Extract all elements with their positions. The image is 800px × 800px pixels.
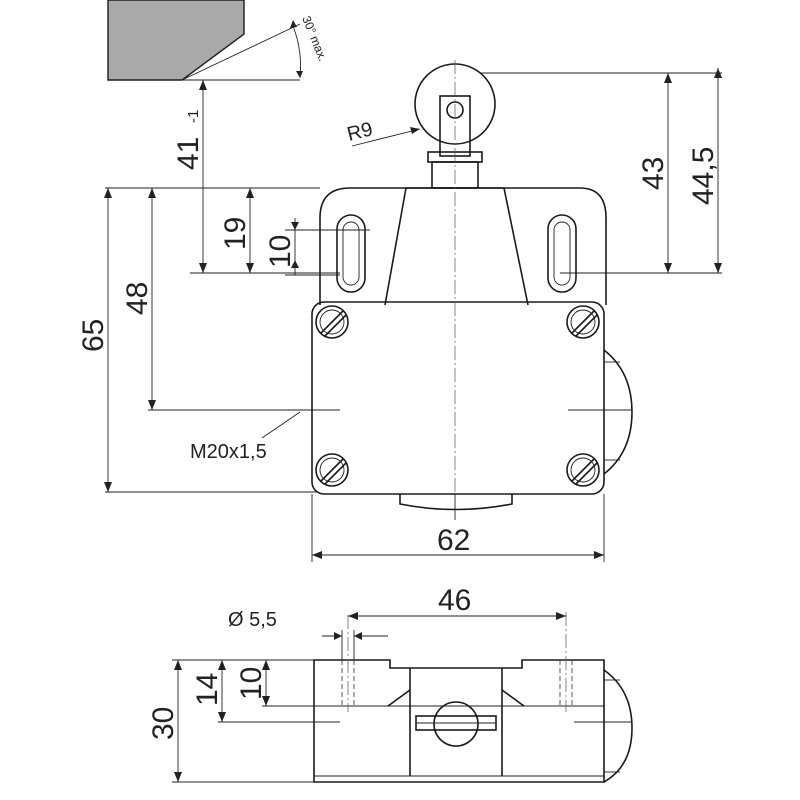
dim-62: 62: [311, 494, 605, 562]
screw-bottom-right: [566, 453, 600, 487]
dim-65-label: 65: [77, 319, 110, 352]
dim-48-label: 48: [121, 282, 154, 315]
screw-bottom-left: [315, 453, 349, 487]
dim-62-label: 62: [437, 524, 470, 557]
actuator-cam: 30° max.: [107, 0, 330, 81]
front-view: R9: [105, 60, 722, 520]
dim-30: 30: [147, 659, 314, 783]
dim-41-tol: -1: [185, 110, 202, 123]
dim-43: 43: [637, 73, 672, 273]
dim-19: 19: [219, 188, 254, 273]
side-view: [313, 612, 633, 783]
dim-30-label: 30: [147, 707, 180, 740]
screw-top-right: [566, 305, 600, 339]
dim-44-5-label: 44,5: [687, 147, 720, 205]
mounting-slot-right: [547, 214, 577, 293]
side-body: [313, 659, 605, 783]
housing: [311, 301, 605, 495]
dim-10-side: 10: [235, 660, 320, 707]
dim-hole-dia: Ø 5,5: [228, 609, 388, 660]
dim-46-label: 46: [438, 584, 471, 617]
dim-41: 41 -1: [172, 80, 207, 273]
dim-14: 14: [191, 660, 320, 723]
thread-label: M20x1,5: [190, 441, 267, 463]
dim-hole-dia-label: Ø 5,5: [228, 609, 277, 631]
dim-41-label: 41: [172, 137, 205, 170]
dim-19-label: 19: [219, 217, 252, 250]
dim-10-side-label: 10: [235, 667, 268, 700]
dim-14-label: 14: [191, 673, 224, 706]
mounting-slot-left: [336, 214, 366, 293]
screw-top-left: [315, 305, 349, 339]
dim-43-label: 43: [637, 157, 670, 190]
dim-48: 48: [121, 188, 156, 410]
side-screw: [433, 701, 479, 747]
dim-65: 65: [77, 188, 112, 492]
dim-44-5: 44,5: [687, 68, 722, 273]
dim-10-front: 10: [264, 218, 370, 276]
dim-46: 46: [348, 584, 566, 620]
thread-callout: M20x1,5: [190, 411, 301, 463]
angle-label: 30° max.: [299, 14, 330, 63]
dim-10-front-label: 10: [264, 235, 297, 268]
